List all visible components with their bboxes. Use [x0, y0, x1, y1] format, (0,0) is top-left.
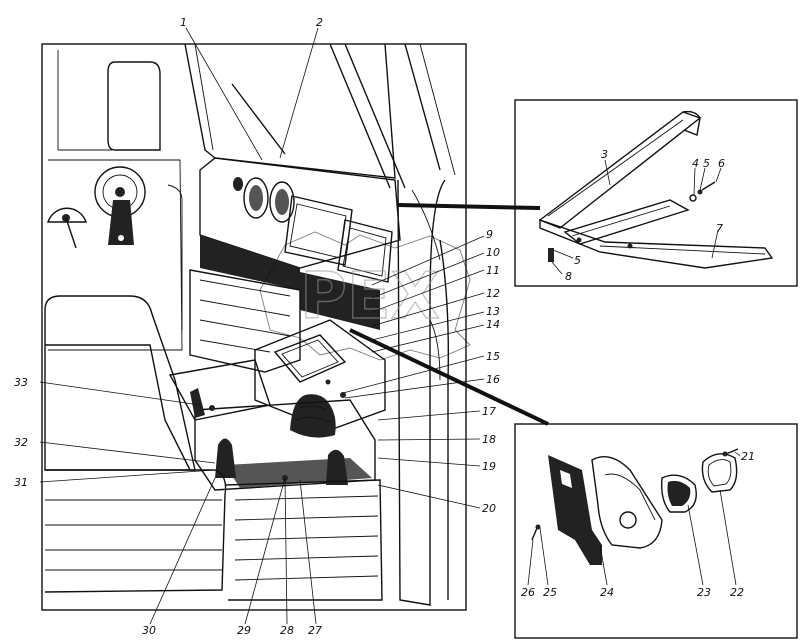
watermark: PEX [259, 231, 471, 361]
dashboard [199, 157, 401, 330]
callout-6: 6 [718, 157, 725, 170]
seat [44, 295, 383, 601]
callout-10: 10 [486, 246, 500, 259]
plate-24 [548, 455, 602, 565]
callout-5-mid: 5 [574, 254, 581, 267]
callout-16: 16 [486, 373, 500, 386]
cab-frame [41, 43, 467, 611]
wall-hook-left [47, 207, 87, 249]
callout-31: 31 [14, 476, 28, 489]
callout-24: 24 [600, 586, 614, 599]
callout-labels: 1 2 3 4 5 6 5 7 8 9 10 11 12 13 14 15 16… [14, 16, 755, 637]
watermark-text: PEX [300, 260, 440, 334]
cab-drawing [41, 43, 549, 611]
callout-2: 2 [316, 16, 323, 29]
door [397, 179, 450, 606]
callout-9: 9 [486, 228, 493, 241]
inset-housing-detail [514, 423, 798, 639]
callout-8: 8 [565, 270, 572, 283]
callout-4: 4 [692, 157, 699, 170]
callout-20: 20 [482, 502, 496, 515]
callout-15: 15 [486, 350, 500, 363]
callout-5-top: 5 [703, 157, 710, 170]
callout-1: 1 [180, 16, 187, 29]
callout-22: 22 [730, 586, 744, 599]
callout-25: 25 [543, 586, 557, 599]
callout-18: 18 [482, 433, 496, 446]
callout-19: 19 [482, 460, 496, 473]
inset-top-box [514, 99, 798, 287]
callout-33: 33 [14, 376, 28, 389]
callout-12: 12 [486, 287, 500, 300]
callout-17: 17 [482, 405, 496, 418]
inset-frame-detail [514, 99, 798, 287]
callout-23: 23 [697, 586, 711, 599]
callout-28: 28 [280, 624, 294, 637]
callout-7: 7 [716, 222, 723, 235]
callout-26: 26 [521, 586, 535, 599]
callout-30: 30 [142, 624, 156, 637]
callout-3: 3 [601, 148, 608, 161]
callout-27: 27 [308, 624, 322, 637]
callout-21: 21 [741, 450, 755, 463]
callout-14: 14 [486, 318, 500, 331]
belt-reel [94, 166, 146, 245]
floor-tunnel [168, 269, 386, 491]
rear-window [107, 61, 161, 151]
callout-11: 11 [486, 264, 500, 277]
callout-13: 13 [486, 305, 500, 318]
leader-lines [39, 27, 741, 625]
callout-32: 32 [14, 436, 28, 449]
inset-bottom-box [514, 423, 798, 639]
callout-29: 29 [237, 624, 251, 637]
